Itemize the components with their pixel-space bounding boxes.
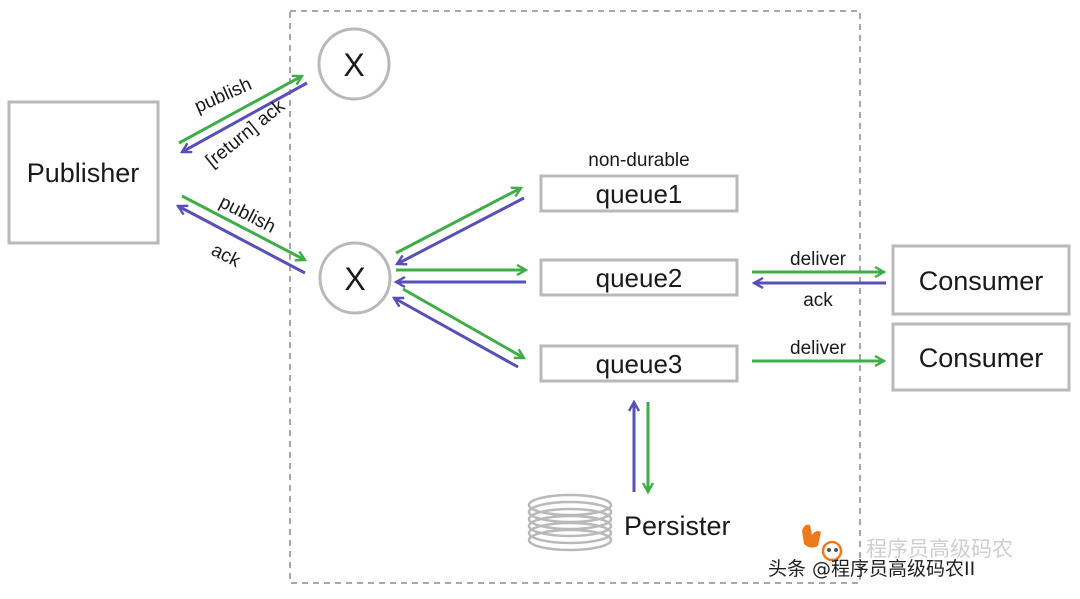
exchange-main: X — [318, 241, 392, 315]
publish-top-arrow — [178, 74, 302, 145]
publisher-label: Publisher — [27, 158, 140, 188]
ack-main-label: ack — [208, 240, 244, 272]
publisher-node: Publisher — [7, 100, 160, 245]
queue2: queue2 — [539, 258, 739, 297]
exchange-top: X — [317, 27, 391, 101]
consumer-1: Consumer — [891, 244, 1071, 316]
ack-main-arrow — [178, 206, 306, 275]
ack-queue1-arrow — [397, 196, 525, 264]
deliver-2-label: deliver — [790, 338, 847, 359]
ack-queue3-arrow — [394, 296, 519, 369]
deliver-1-label: deliver — [790, 249, 847, 270]
return-ack-arrow — [182, 81, 308, 154]
watermark-main: 头条 @程序员高级码农II — [768, 558, 975, 580]
route-queue1-arrow — [395, 188, 521, 255]
queue1: queue1 — [539, 174, 739, 213]
persister-disk-icon — [527, 493, 613, 552]
queue3: queue3 — [539, 344, 739, 383]
persister-label: Persister — [624, 511, 731, 541]
exchange-main-label: X — [344, 261, 365, 297]
exchange-top-label: X — [343, 47, 364, 83]
watermark-faded: 程序员高级码农 — [866, 537, 1013, 561]
publish-main-arrow — [181, 194, 305, 260]
consumer-2-label: Consumer — [919, 343, 1044, 373]
non-durable-label: non-durable — [588, 150, 689, 171]
queue3-label: queue3 — [596, 349, 683, 379]
queue1-label: queue1 — [596, 179, 683, 209]
ack-consumer-label: ack — [803, 290, 833, 311]
consumer-1-label: Consumer — [919, 266, 1044, 296]
consumer-2: Consumer — [891, 322, 1071, 392]
queue2-label: queue2 — [596, 263, 683, 293]
route-queue3-arrow — [402, 287, 524, 360]
publish-top-label: publish — [191, 74, 255, 118]
toutiao-logo-icon — [802, 524, 843, 562]
